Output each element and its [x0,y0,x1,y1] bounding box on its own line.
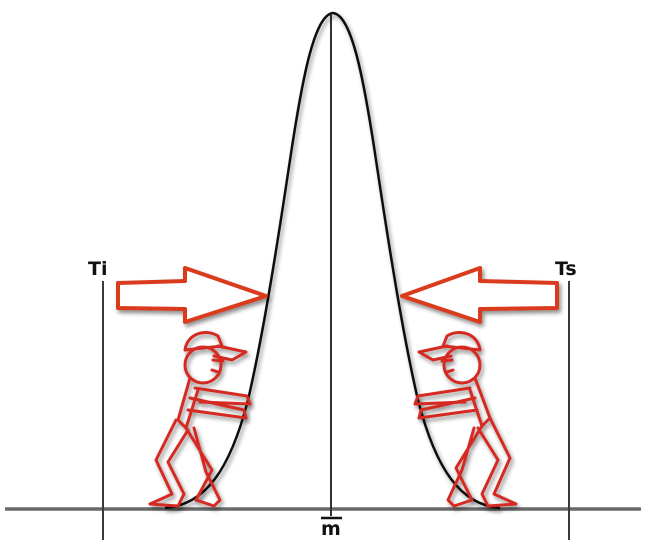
pushing-worker-icon [148,331,252,508]
pushing-worker-icon [413,331,518,508]
mean-label: m [321,518,341,540]
upper-limit-label: Ts [555,258,577,280]
left-arrow-icon [400,266,559,324]
right-arrow-icon [116,266,268,324]
lower-limit-label: Ti [88,258,107,280]
bell-curve [164,11,501,510]
